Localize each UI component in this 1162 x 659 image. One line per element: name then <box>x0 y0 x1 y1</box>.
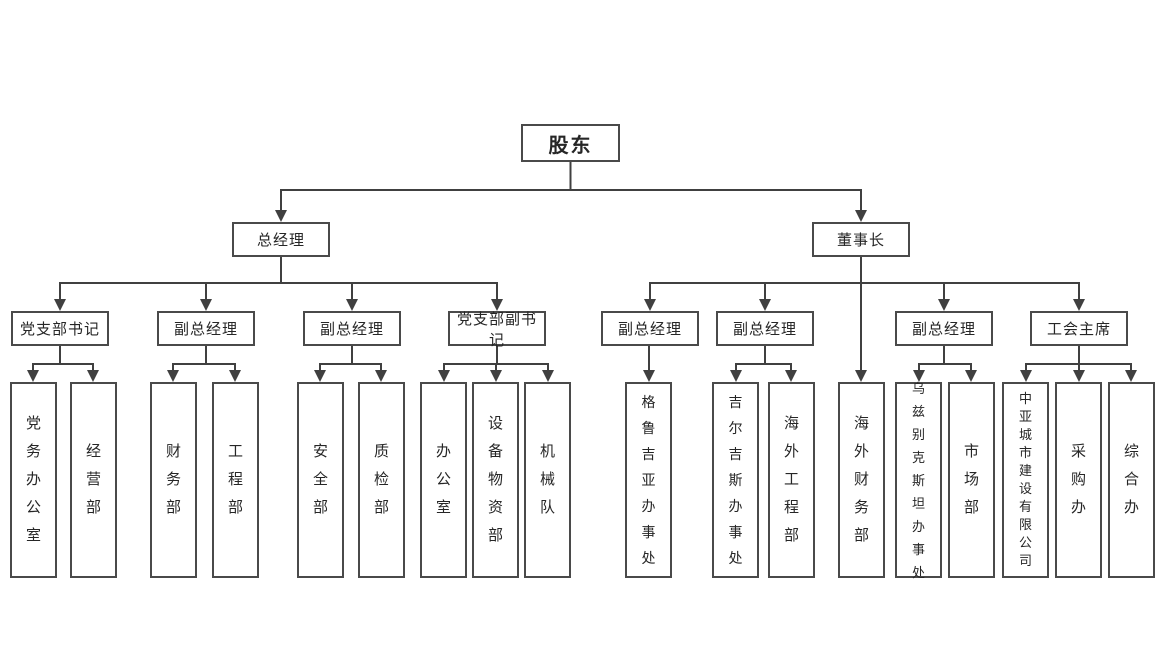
org-node-deputy-gm-3: 副总经理 <box>601 311 699 346</box>
connectors-level3-to-departments <box>27 345 1137 382</box>
department-label: 经营部 <box>85 443 101 516</box>
org-node-overseas-finance-dept: 海外财务部 <box>838 382 885 578</box>
department-label: 采购办 <box>1070 443 1086 516</box>
org-node-safety-dept: 安全部 <box>297 382 344 578</box>
department-label: 办公室 <box>435 443 451 516</box>
department-label: 吉尔吉斯办事处 <box>728 394 743 566</box>
org-node-office: 办公室 <box>420 382 467 578</box>
org-node-union-chairman: 工会主席 <box>1030 311 1128 346</box>
department-label: 乌兹别克斯坦办事处 <box>911 380 925 580</box>
department-label: 党务办公室 <box>25 415 41 544</box>
org-node-party-branch-secretary: 党支部书记 <box>11 311 109 346</box>
org-node-procurement-office: 采购办 <box>1055 382 1102 578</box>
org-node-general-manager: 总经理 <box>232 222 330 257</box>
org-node-uzbekistan-office: 乌兹别克斯坦办事处 <box>895 381 942 580</box>
org-node-engineering-dept: 工程部 <box>212 382 259 578</box>
department-label: 质检部 <box>373 443 389 516</box>
department-label: 设备物资部 <box>487 415 503 544</box>
org-node-operations-dept: 经营部 <box>70 382 117 578</box>
department-label: 中亚城市建设有限公司 <box>1018 391 1032 568</box>
department-label: 海外工程部 <box>783 415 799 544</box>
department-label: 海外财务部 <box>853 415 869 544</box>
org-node-georgia-office: 格鲁吉亚办事处 <box>625 382 672 578</box>
org-node-finance-dept: 财务部 <box>150 382 197 578</box>
org-node-deputy-gm-4: 副总经理 <box>716 311 814 346</box>
department-label: 市场部 <box>963 443 979 516</box>
org-node-party-affairs-office: 党务办公室 <box>10 382 57 578</box>
org-node-machinery-team: 机械队 <box>524 382 571 578</box>
org-node-deputy-gm-1: 副总经理 <box>157 311 255 346</box>
org-node-equipment-materials-dept: 设备物资部 <box>472 382 519 578</box>
org-node-chairman: 董事长 <box>812 222 910 257</box>
connectors-general-manager-branch <box>54 256 503 311</box>
org-node-party-branch-deputy-secretary: 党支部副书记 <box>448 311 546 349</box>
department-label: 财务部 <box>165 443 181 516</box>
org-node-general-affairs-office: 综合办 <box>1108 382 1155 578</box>
department-label: 工程部 <box>227 443 243 516</box>
department-label: 格鲁吉亚办事处 <box>641 394 656 566</box>
org-node-deputy-gm-2: 副总经理 <box>303 311 401 346</box>
department-label: 安全部 <box>312 443 328 516</box>
connectors-chairman-branch <box>644 256 1085 382</box>
org-node-central-asia-city-construction-co: 中亚城市建设有限公司 <box>1002 382 1049 578</box>
connectors-root-to-level2 <box>275 160 867 222</box>
org-node-deputy-gm-5: 副总经理 <box>895 311 993 346</box>
department-label: 机械队 <box>539 443 555 516</box>
org-node-market-dept: 市场部 <box>948 382 995 578</box>
org-node-shareholders: 股东 <box>521 124 620 162</box>
department-label: 综合办 <box>1123 443 1139 516</box>
org-node-overseas-engineering-dept: 海外工程部 <box>768 382 815 578</box>
org-node-kyrgyzstan-office: 吉尔吉斯办事处 <box>712 382 759 578</box>
org-node-quality-inspection-dept: 质检部 <box>358 382 405 578</box>
